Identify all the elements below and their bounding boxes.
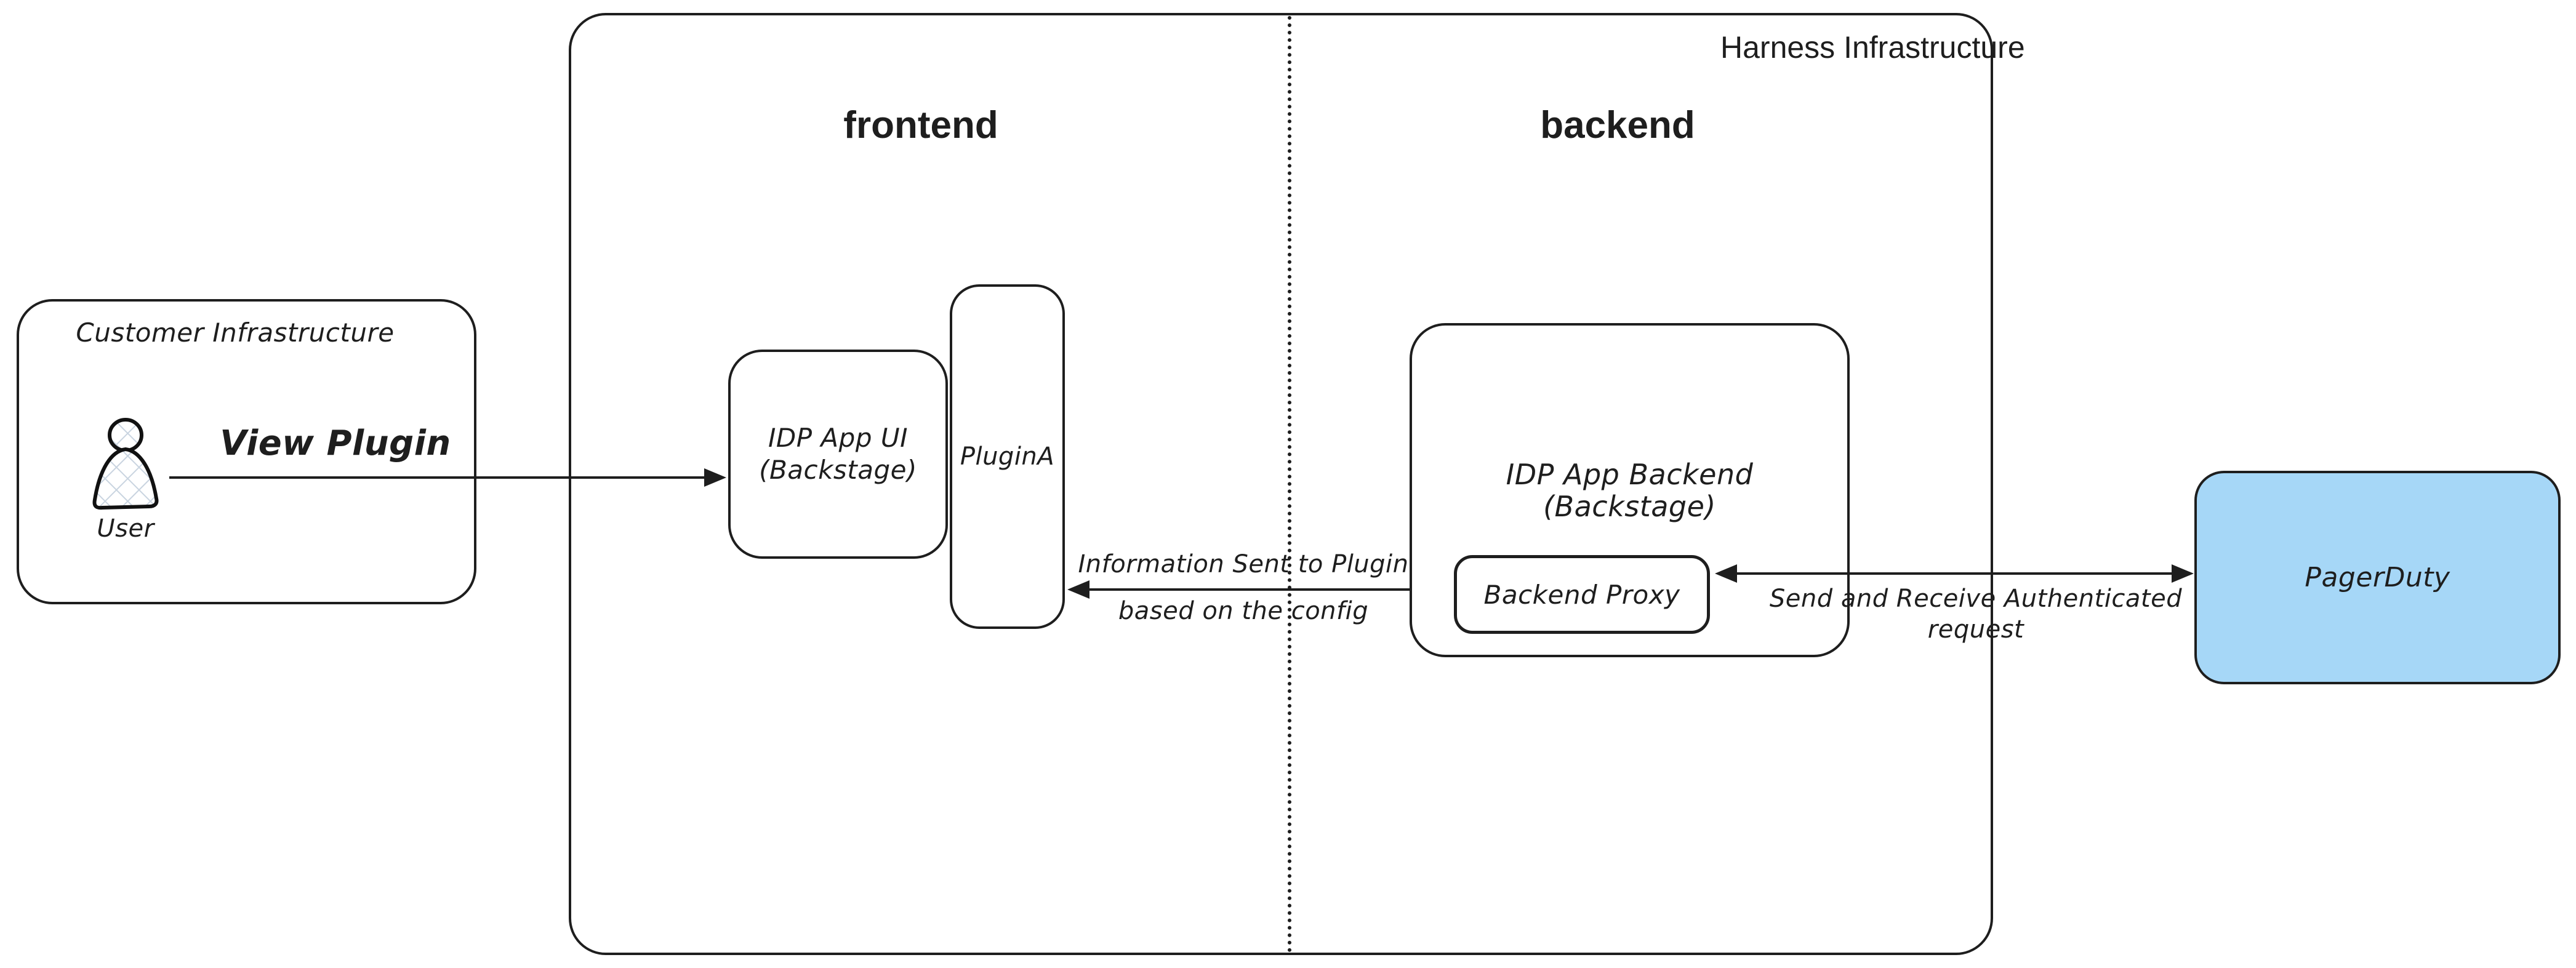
backend-proxy-node: Backend Proxy <box>1454 555 1710 634</box>
send-receive-arrow-label-line1: Send and Receive Authenticated <box>1769 585 2183 613</box>
plugin-a-node: PluginA <box>950 284 1065 629</box>
idp-app-ui-label-line1: IDP App UI <box>768 423 908 453</box>
idp-app-backend-label-line2: (Backstage) <box>1543 489 1716 523</box>
harness-infrastructure-box <box>569 13 1993 955</box>
send-receive-arrowhead-left-icon <box>1715 564 1737 583</box>
idp-app-ui-node: IDP App UI (Backstage) <box>728 350 948 559</box>
view-plugin-arrowhead-icon <box>704 468 726 487</box>
customer-infrastructure-title: Customer Infrastructure <box>76 318 395 348</box>
idp-app-ui-label-line2: (Backstage) <box>759 455 917 485</box>
user-icon <box>92 418 159 510</box>
send-receive-arrow-label-line2: request <box>1927 615 2024 644</box>
backend-section-label: backend <box>1540 104 1695 146</box>
customer-infrastructure-box <box>17 299 476 604</box>
idp-app-backend-label-line1: IDP App Backend <box>1506 457 1754 491</box>
info-sent-arrow-label-line2: based on the config <box>1118 597 1369 625</box>
user-label: User <box>97 514 154 543</box>
info-sent-arrowhead-icon <box>1067 580 1089 599</box>
info-sent-arrow-line <box>1083 588 1410 591</box>
view-plugin-arrow-line <box>169 476 708 479</box>
pagerduty-node: PagerDuty <box>2194 471 2561 684</box>
harness-infrastructure-title: Harness Infrastructure <box>1720 30 2025 65</box>
send-receive-arrowhead-right-icon <box>2172 564 2194 583</box>
info-sent-arrow-label-line1: Information Sent to Plugin <box>1078 550 1409 578</box>
frontend-backend-divider <box>1288 16 1291 953</box>
plugin-a-label: PluginA <box>960 442 1055 471</box>
pagerduty-label: PagerDuty <box>2305 562 2450 593</box>
frontend-section-label: frontend <box>843 104 998 146</box>
backend-proxy-label: Backend Proxy <box>1483 579 1680 610</box>
view-plugin-arrow-label: View Plugin <box>220 423 451 463</box>
send-receive-arrow-line <box>1731 572 2180 575</box>
